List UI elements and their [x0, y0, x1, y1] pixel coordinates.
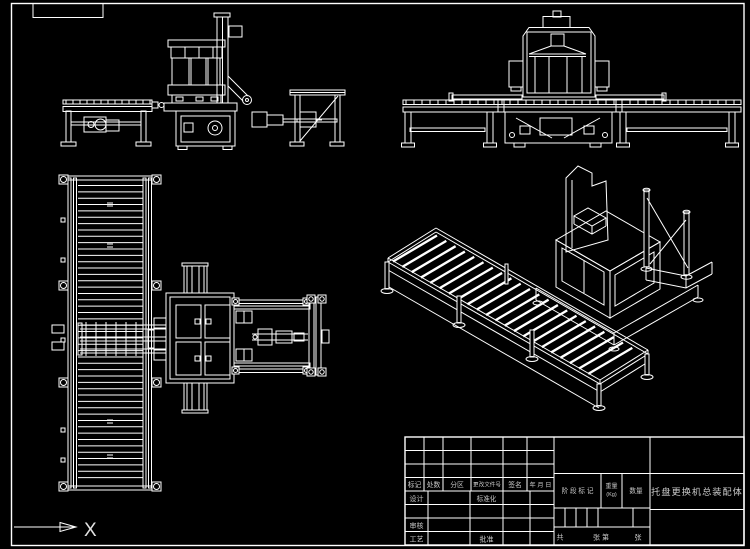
- x-axis-label: X: [84, 520, 97, 541]
- label-design: 设计: [410, 494, 424, 503]
- label-change-doc-no: 更改文件号: [473, 481, 501, 489]
- label-zone: 分区: [450, 480, 464, 489]
- isometric-view: [380, 165, 713, 411]
- label-mark: 标记: [408, 480, 422, 489]
- label-sheets-mid: 张 第: [593, 533, 609, 542]
- front-right-frame: [289, 89, 346, 147]
- front-view: [60, 12, 346, 150]
- iso-machine: [532, 165, 704, 352]
- plan-right-conveyor: [231, 294, 330, 377]
- label-weight: 重量: [605, 482, 617, 490]
- x-axis-indicator: X: [14, 520, 97, 541]
- title-block: 标记 处数 分区 更改文件号 签名 年 月 日 设计 标准化 审核 工艺 批准 …: [404, 436, 745, 546]
- iso-conveyor-legs: [380, 261, 654, 411]
- drawing-title: 托盘更换机总装配体: [651, 486, 743, 497]
- label-review: 审核: [410, 521, 424, 530]
- label-process: 工艺: [410, 535, 424, 543]
- plan-view: [51, 174, 330, 492]
- title-block-grid: [404, 436, 745, 546]
- plan-shuttle-forks: [77, 322, 166, 356]
- side-machine-base: [504, 111, 613, 148]
- label-date: 年 月 日: [529, 481, 551, 489]
- label-count: 处数: [427, 480, 441, 489]
- side-machine: [508, 10, 610, 98]
- front-left-conveyor: [60, 99, 165, 147]
- side-view: [401, 10, 742, 148]
- label-stage-mark: 阶 段 标 记: [562, 486, 594, 495]
- label-standardization: 标准化: [477, 494, 497, 503]
- drawing-border: [10, 2, 745, 547]
- iso-conveyor: [380, 227, 654, 411]
- label-quantity: 数量: [629, 486, 643, 495]
- plan-corner-plates: [58, 174, 162, 492]
- label-approve: 批准: [480, 534, 494, 543]
- iso-support-frame: [640, 187, 713, 289]
- label-signature: 签名: [508, 480, 522, 489]
- label-sheets-end: 张: [635, 533, 642, 542]
- plan-machine: [147, 262, 235, 414]
- label-sheets-total: 共: [557, 533, 564, 542]
- label-weight-unit: (Kg): [606, 492, 617, 498]
- title-block-labels: 标记 处数 分区 更改文件号 签名 年 月 日 设计 标准化 审核 工艺 批准 …: [408, 480, 743, 543]
- side-conveyor: [401, 92, 742, 148]
- front-machine: [163, 12, 252, 150]
- plan-main-conveyor: [51, 174, 166, 492]
